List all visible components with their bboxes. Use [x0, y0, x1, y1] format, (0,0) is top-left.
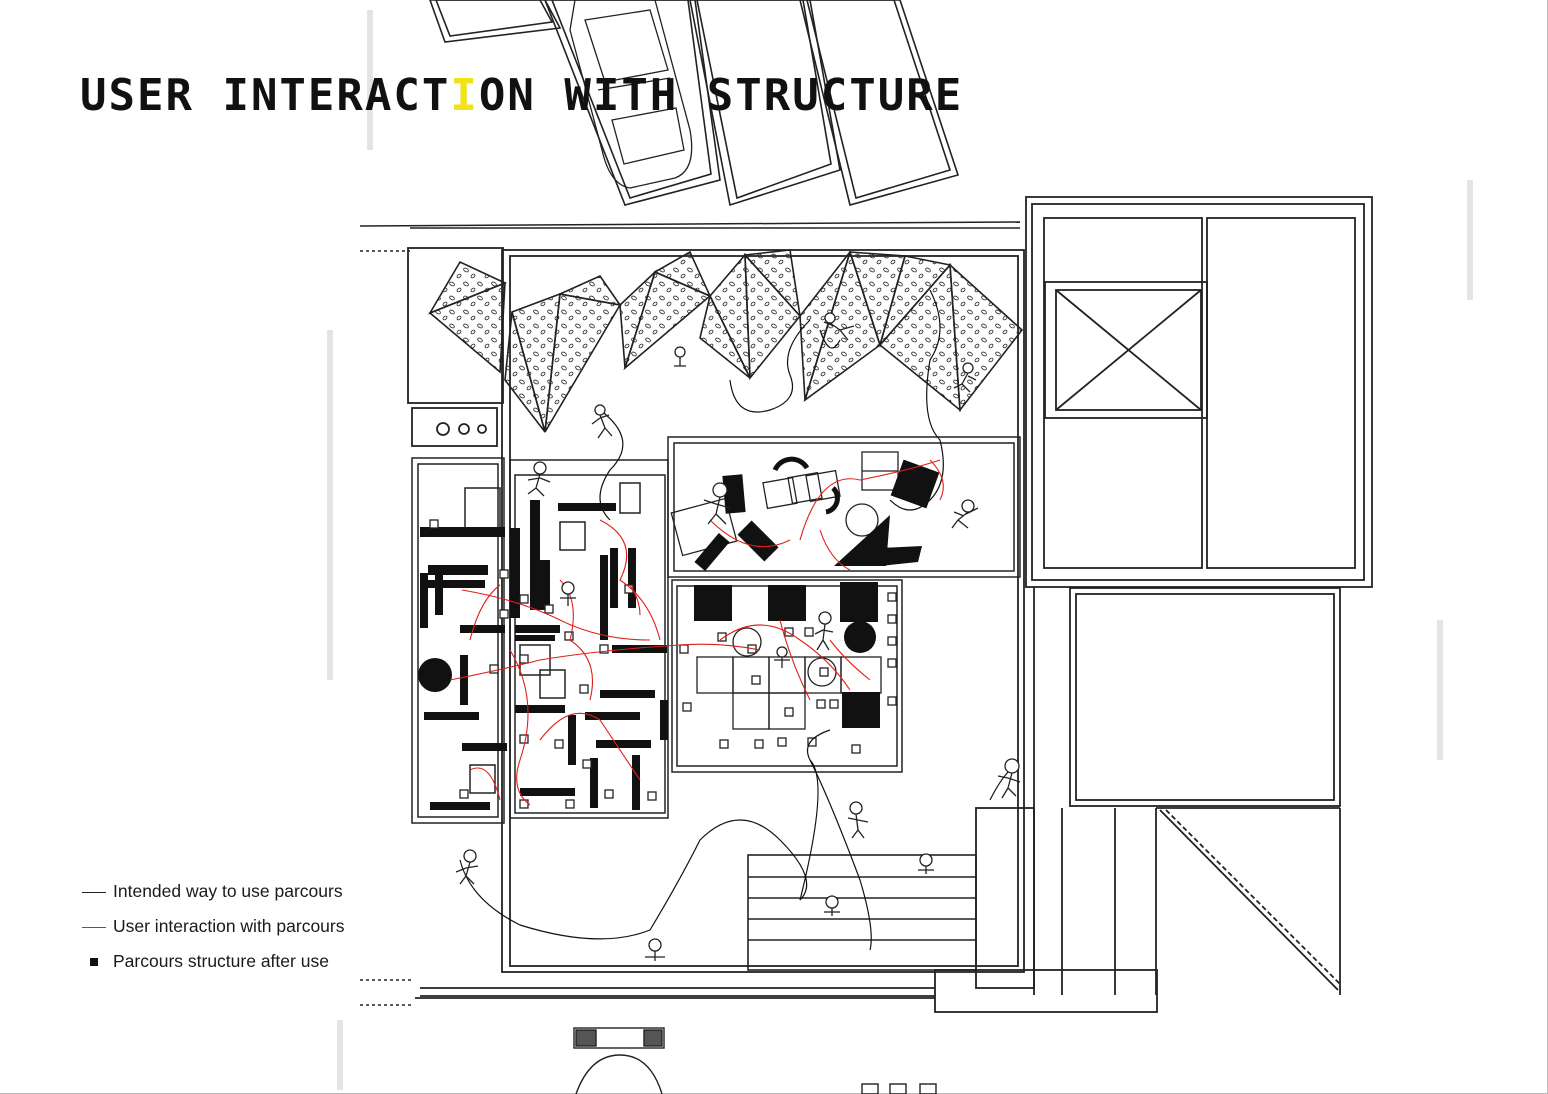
play-objects: [670, 451, 940, 572]
adjacent-building: [975, 196, 1373, 995]
line-icon: [82, 885, 106, 899]
interaction-paths: [449, 459, 944, 806]
legend-label: User interaction with parcours: [113, 916, 345, 936]
people-figures: [455, 312, 1021, 961]
legend-item-intended: Intended way to use parcours: [82, 874, 344, 909]
background-texture: [327, 10, 1473, 1090]
checker-blocks: [694, 582, 880, 728]
legend-label: Intended way to use parcours: [113, 881, 343, 901]
red-line-icon: [82, 920, 106, 934]
legend-label: Parcours structure after use: [113, 951, 329, 971]
intended-paths: [459, 289, 1011, 951]
parking-spaces: [429, 0, 960, 207]
site-lines: [359, 221, 1021, 1006]
maze-blocks: [418, 500, 668, 810]
legend-item-interaction: User interaction with parcours: [82, 909, 344, 944]
legend-item-structure: Parcours structure after use: [82, 944, 344, 979]
square-icon: [82, 955, 106, 969]
title-before: USER INTERACT: [80, 70, 451, 121]
car: [569, 0, 693, 189]
checker-grid: [696, 627, 882, 730]
checker-small-squares: [679, 592, 897, 754]
legend: Intended way to use parcours User intera…: [82, 874, 344, 979]
page-title: USER INTERACTION WITH STRUCTURE: [80, 70, 963, 122]
stairs: [747, 854, 977, 971]
title-accent-letter: I: [450, 70, 479, 121]
title-after: ON WITH STRUCTURE: [478, 70, 964, 121]
climbing-wall: [428, 249, 1024, 433]
bottom-elements: [573, 1027, 937, 1094]
maze-small-squares: [429, 519, 657, 809]
